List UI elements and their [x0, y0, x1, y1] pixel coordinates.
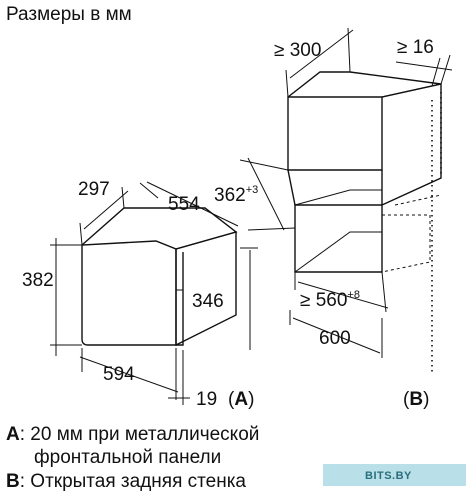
dim-panel-gap: 19 [196, 389, 217, 410]
dim-niche-depth: ≥ 300 [274, 40, 321, 61]
legend-item-b: B: Открытая задняя стенка [6, 471, 246, 492]
niche-inner-back [294, 189, 382, 206]
diagram-title: Размеры в мм [6, 4, 132, 25]
dim-niche-front-width: 600 [319, 328, 351, 349]
svg-text:362+3: 362+3 [214, 184, 258, 206]
dim-niche-width-tol: +8 [347, 289, 360, 301]
legend-a-text: : 20 мм при металлической [20, 424, 260, 445]
microwave-drawing [81, 207, 238, 346]
svg-text:(A): (A) [228, 389, 254, 410]
watermark-text: BITS.BY [365, 470, 412, 482]
ref-a-letter: A [234, 389, 248, 410]
ref-b-letter: B [409, 389, 423, 410]
legend-a-cont: фронтальной панели [34, 447, 221, 468]
dim-niche-width: ≥ 560 [300, 290, 347, 311]
legend-a-key: A [6, 424, 20, 445]
dim-niche-back-gap: ≥ 16 [397, 37, 434, 58]
legend: A: 20 мм при металлической фронтальной п… [6, 424, 259, 492]
dim-niche-height: 362 [214, 185, 246, 206]
dim-microwave-depth: 297 [78, 179, 110, 200]
microwave-front [81, 240, 177, 346]
niche-shelf-edge [287, 169, 383, 206]
niche-top [287, 71, 442, 98]
microwave-dimensions: 297 554 382 346 594 19 (A) [22, 179, 258, 410]
dim-microwave-depth-top: 554 [168, 194, 200, 215]
niche-side [381, 83, 442, 206]
niche-inner-floor [294, 231, 382, 273]
dim-microwave-height: 382 [22, 270, 54, 291]
microwave-door-frame [175, 249, 184, 346]
dim-niche-height-tol: +3 [246, 184, 259, 196]
watermark: BITS.BY [323, 464, 466, 486]
legend-b-key: B [6, 471, 20, 492]
niche-drawing [287, 71, 442, 375]
niche-rear-outline [381, 194, 442, 273]
legend-item-a: A: 20 мм при металлической [6, 424, 259, 445]
dim-microwave-width: 594 [103, 364, 135, 385]
svg-text:(B): (B) [403, 389, 429, 410]
niche-upper-front [287, 96, 383, 171]
microwave-side [175, 231, 237, 346]
legend-b-text: : Открытая задняя стенка [20, 471, 247, 492]
dim-door-height: 346 [192, 291, 224, 312]
niche-dimensions: ≥ 300 ≥ 16 362+3 ≥ 560+8 600 (B) [214, 27, 453, 410]
svg-text:≥ 560+8: ≥ 560+8 [300, 289, 360, 311]
